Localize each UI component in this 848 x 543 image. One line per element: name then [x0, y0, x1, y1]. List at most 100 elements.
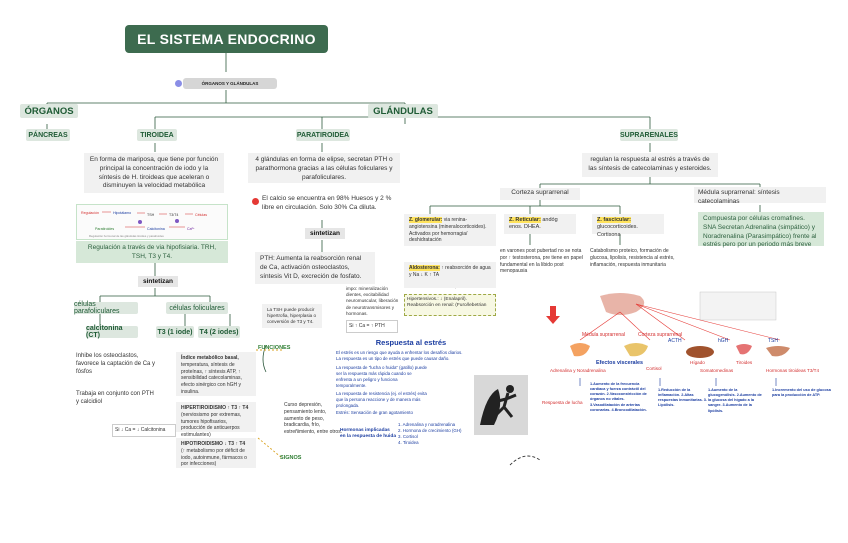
aldosterona-title: Aldosterona:: [409, 265, 440, 271]
diagram-label-medula: Médula suprarrenal: [582, 332, 625, 338]
branch-organos: ÓRGANOS: [20, 104, 78, 118]
node-suprarrenales: SUPRARENALES: [620, 129, 678, 141]
hormone-item: 1. Adrenalina y noradrenalina: [398, 422, 456, 427]
svg-text:TSH: TSH: [147, 213, 155, 217]
fascicular-body: glucocorticoides. Cortisona: [597, 224, 638, 238]
figure-caption: Regulación hormonal de las glándulas tir…: [89, 234, 164, 238]
hiper-title: HIPERTIROIDISMO ↑ T3 ↑ T4: [181, 405, 249, 411]
zona-fascicular-box: Z. fascicular: glucocorticoides. Cortiso…: [592, 214, 664, 238]
tiroidea-description: En forma de mariposa, que tiene por func…: [84, 153, 224, 193]
paratiroidea-sintetizan: sintetizan: [305, 228, 345, 239]
svg-text:Regulación: Regulación: [81, 211, 99, 215]
estres-panel: Respuesta al estrés El estrés es un ries…: [336, 338, 466, 458]
fascicular-detail: Catabolismo proteico, formación de gluco…: [590, 248, 675, 268]
calcitonina-note-2: Trabaja en conjunto con PTH y calcidiol: [76, 391, 154, 406]
node-calcitonina: calcitonina (CT): [86, 325, 138, 339]
estres-line-3: La respuesta de resistencia (ej. el estr…: [336, 390, 427, 408]
suprarrenales-description: regulan la respuesta al estrés a través …: [582, 153, 718, 177]
diagram-label-tiroideas: Hormonas tiroideas T3/T4: [766, 368, 819, 373]
diagram-label-tiroides: Tiroides: [736, 360, 753, 365]
glomerular-body: via renina-angiotensina (mineralocortico…: [409, 217, 487, 244]
medula-detail: Compuesta por células cromafines. SNA Se…: [698, 212, 824, 248]
hiper-body: (nerviosismo por extremas, tumores hipof…: [181, 411, 242, 438]
hormones-label: Hormonas implicadas en la respuesta de h…: [340, 428, 396, 440]
reticular-body: andóg enos. DHEA.: [509, 217, 558, 231]
hormone-item-label: Adrenalina y noradrenalina: [402, 422, 456, 427]
impo-note: impo: mineralización dientes, excitabili…: [346, 286, 399, 316]
pth-note: La TSH puede producir hipertrofia, hiper…: [262, 304, 322, 328]
calcitonina-note-1: Inhibe los osteoclastos, favorece la cap…: [76, 353, 156, 376]
regulation-diagram-icon: Regulación Hipotálamo TSH T3/T4 Células …: [81, 211, 207, 238]
diagram-label-adren: Adrenalina y Noradrenalina: [550, 368, 606, 373]
pth-description: PTH: Aumenta la reabsorción renal de Ca,…: [255, 252, 375, 284]
paratiroidea-description: 4 glándulas en forma de elipse, secretan…: [248, 153, 400, 183]
node-foliculares: células foliculares: [166, 302, 228, 314]
svg-text:Ca²⁺: Ca²⁺: [187, 227, 195, 231]
indice-metabolico-box: Índice metabólico basal, temperatura, sí…: [176, 352, 256, 396]
zona-glomerular-box: Z. glomerular: via renina-angiotensina (…: [404, 214, 496, 246]
svg-text:Células: Células: [195, 213, 207, 217]
diagram-label-corteza: Corteza suprarrenal: [638, 332, 682, 338]
hormone-item-label: Tiroidea: [402, 439, 419, 445]
effect-cortisol: 1.Reducción de la inflamación. 2.Altas r…: [658, 388, 707, 408]
tiroidea-regulation-figure: Regulación Hipotálamo TSH T3/T4 Células …: [76, 204, 228, 240]
aldosterona-body: ↑ reabsorción de agua y Na ↓ K ↑ TA: [409, 265, 491, 278]
diagram-label-tsh: TSH: [768, 338, 778, 344]
paratiroidea-calcium: El calcio se encuentra en 98% Huesos y 2…: [262, 195, 392, 211]
svg-text:T3/T4: T3/T4: [169, 213, 178, 217]
effect-tiroideas: 1.Incremento del uso de glucosa para la …: [772, 388, 831, 398]
hormone-item: 3. Cortisol: [398, 433, 418, 439]
estres-line-4: Estrés: Sensación de gran agotamiento: [336, 410, 413, 416]
tiroidea-sintetizan: sintetizan: [138, 276, 178, 287]
indice-body: temperatura, síntesis de proteínas, ↑ sí…: [181, 361, 242, 395]
page-title: EL SISTEMA ENDOCRINO: [125, 25, 328, 53]
diagram-label-lucha: Respuesta de lucha: [542, 400, 583, 405]
hipotiroidismo-box: HIPOTIROIDISMO ↓ T3 ↑ T4 (↑ metabolismo …: [176, 438, 256, 468]
hormones-list: 1. Adrenalina y noradrenalina 2. Hormona…: [398, 422, 468, 446]
hormone-item: 4. Tiroidea: [398, 439, 419, 445]
zona-reticular-box: Z. Reticular: andóg enos. DHEA.: [504, 214, 576, 234]
aldosterona-box: Aldosterona: ↑ reabsorción de agua y Na …: [404, 262, 496, 288]
hipertiroidismo-box: HIPERTIROIDISMO ↑ T3 ↑ T4 (nerviosismo p…: [176, 402, 256, 438]
node-paratiroidea: PARATIROIDEA: [296, 129, 350, 141]
svg-text:Paratiroides: Paratiroides: [95, 227, 114, 231]
hormone-item: 2. Hormona de crecimiento (GH): [398, 427, 462, 433]
red-arrow-icon: [546, 306, 560, 324]
effect-somatomedinas: 1.Aumento de la glucogenólisis. 2.Aument…: [708, 388, 762, 413]
calcitonina-relation: Si ↓ Ca = ↓ Calcitonina: [112, 424, 176, 437]
runner-silhouette-icon: [474, 375, 528, 435]
indice-title: Índice metabólico basal,: [181, 355, 239, 361]
stress-response-diagram: Médula suprarrenal Corteza suprarrenal A…: [540, 290, 840, 460]
estres-line-2: La respuesta de "lucha o huida" (gatillo…: [336, 364, 427, 388]
label-funciones: FUNCIONES: [258, 345, 291, 351]
corteza-label: Corteza suprarrenal: [500, 188, 580, 200]
branch-glandulas: GLÁNDULAS: [368, 104, 438, 118]
node-t4: T4 (2 iodes): [198, 326, 240, 338]
fascicular-title: Z. fascicular:: [597, 217, 631, 223]
hipertensivos-box: Hipertensivos.: ↓ (Enalapril). Reabsorci…: [404, 294, 496, 316]
medula-label: Médula suprarrenal: síntesis catecolamin…: [694, 187, 826, 205]
diagram-label-higado: Hígado: [690, 360, 705, 365]
hipo-body: (↑ metabolismo por déficit de iodo, auto…: [181, 447, 247, 468]
node-t3: T3 (1 iode): [156, 326, 194, 338]
hipo-title: HIPOTIROIDISMO ↓ T3 ↑ T4: [181, 441, 246, 447]
diagram-label-hgh: hGH: [718, 338, 729, 344]
diagram-label-efectos: Efectos viscerales: [596, 360, 643, 366]
legend-label: ÓRGANOS Y GLÁNDULAS: [183, 78, 277, 89]
pth-relation: Si ↑ Ca = ↑ PTH: [346, 320, 398, 333]
diagram-label-somato: Somatomedinas: [700, 368, 734, 373]
estres-title: Respuesta al estrés: [375, 338, 447, 347]
alert-dot-icon: [252, 198, 259, 205]
running-figure-image: [474, 375, 528, 435]
node-parafoliculares: células parafoliculares: [74, 301, 138, 315]
reticular-title: Z. Reticular:: [509, 217, 541, 223]
node-tiroidea: TIROIDEA: [137, 129, 177, 141]
tiroidea-regulation-text: Regulación a través de via hipofisiaria.…: [76, 241, 228, 263]
node-pancreas: PÁNCREAS: [26, 129, 70, 141]
label-signos: SIGNOS: [280, 455, 302, 461]
svg-text:Hipotálamo: Hipotálamo: [113, 211, 131, 215]
hormone-item-label: Hormona de crecimiento (GH): [402, 427, 462, 433]
legend-dot-icon: [175, 80, 182, 87]
effect-adrenalina: 1.Aumento de la frecuencia cardíaca y fu…: [590, 382, 647, 412]
hormone-item-label: Cortisol: [402, 433, 418, 439]
